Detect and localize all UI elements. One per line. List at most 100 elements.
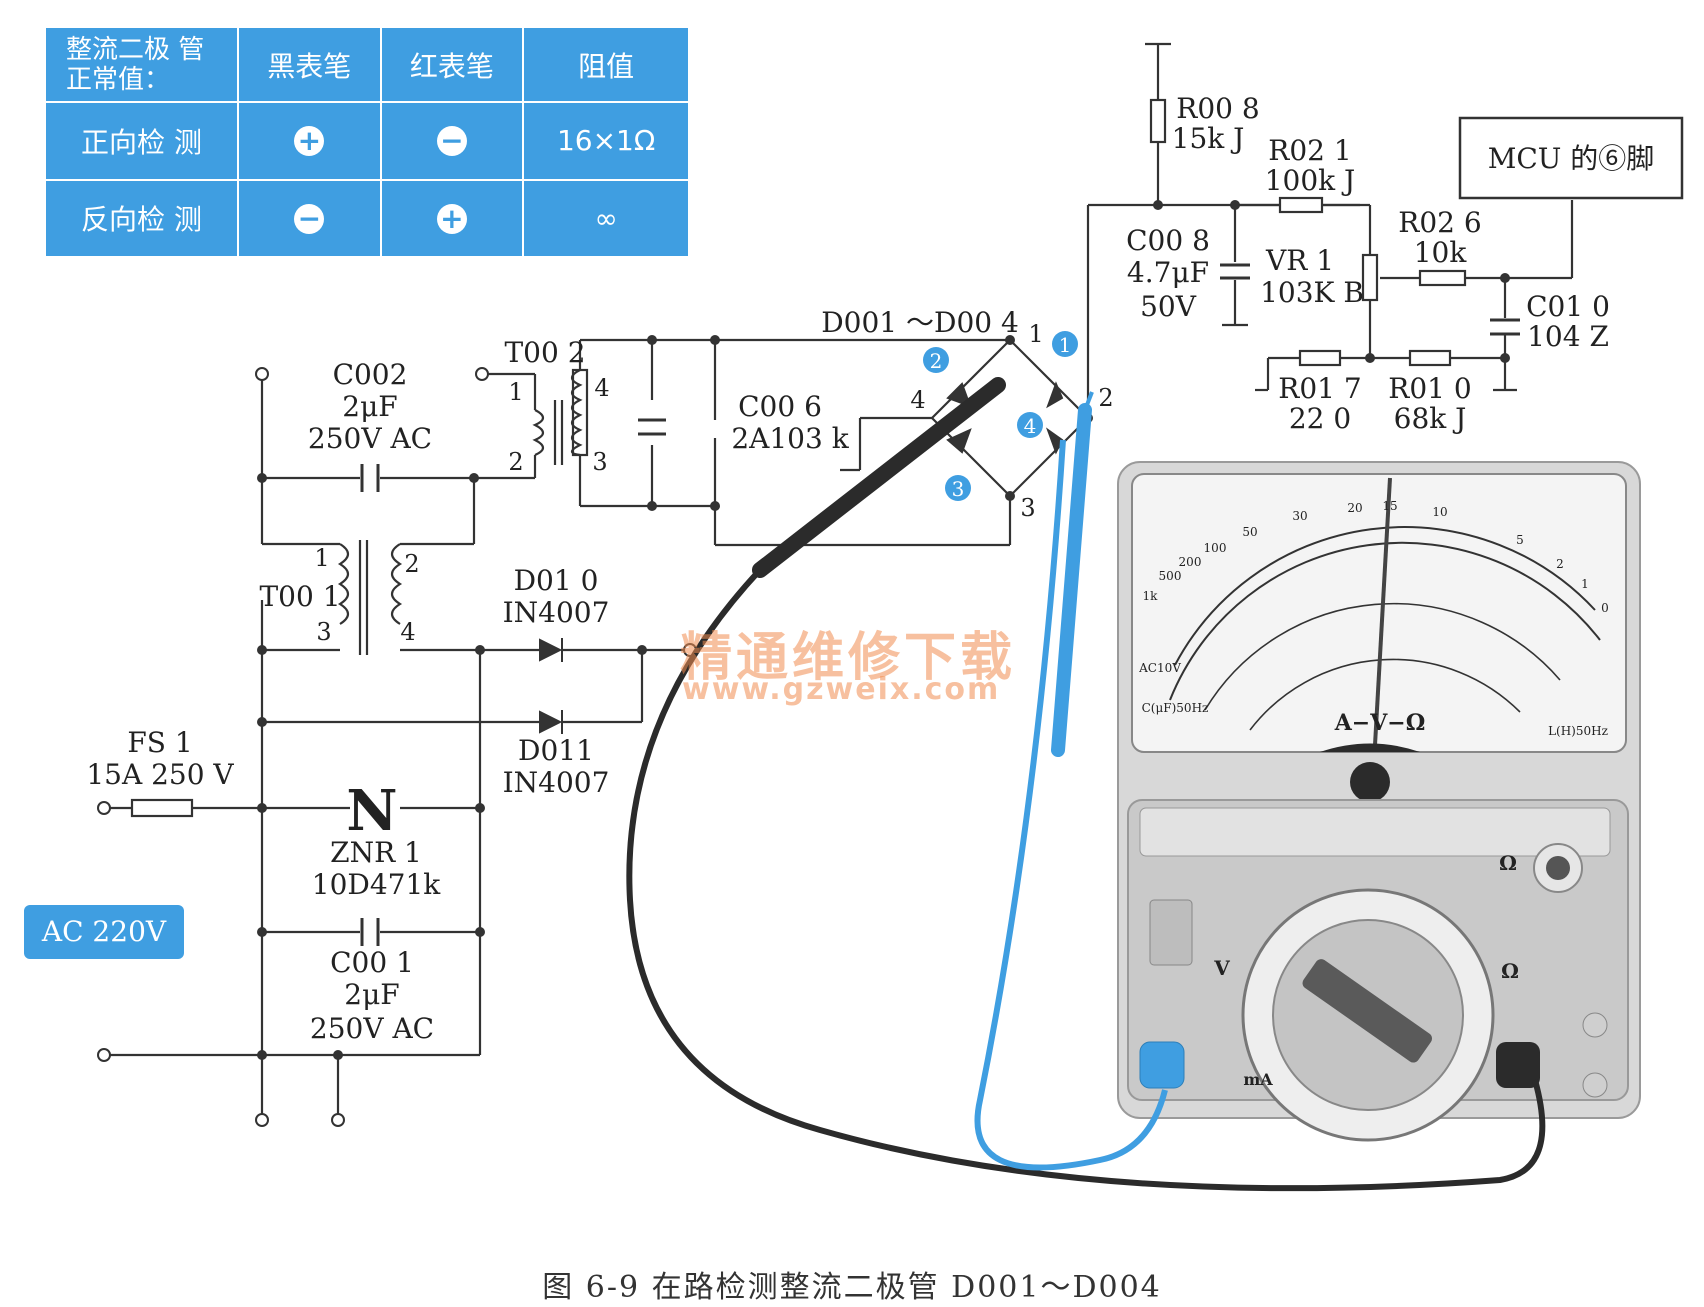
scale-tick: 30 <box>1292 509 1307 523</box>
vr1-name: VR 1 <box>1265 244 1334 277</box>
meter-ac-label: AC10V <box>1138 661 1181 675</box>
r026-value: 10k <box>1414 236 1468 269</box>
c002-name: C002 <box>333 358 408 391</box>
watermark-title: 精通维修下载 <box>680 628 1017 688</box>
corner-line-2: 正常值： <box>66 64 171 95</box>
probe-leads <box>626 377 1546 1192</box>
scale-tick: 1 <box>1581 577 1589 591</box>
plus-icon: + <box>294 126 325 157</box>
row-reverse-label: 反向检 测 <box>44 178 239 259</box>
c010-value: 104 Z <box>1527 320 1609 353</box>
row-forward-red: − <box>379 101 525 181</box>
scale-tick: 100 <box>1204 541 1227 555</box>
scale-tick: 20 <box>1347 501 1362 515</box>
t001-pin-2: 2 <box>404 550 419 578</box>
fs1-rating: 15A 250 V <box>86 758 234 791</box>
t001-pin-1: 1 <box>314 544 329 572</box>
bridge-mark-2: 2 <box>930 349 943 373</box>
scale-tick: 5 <box>1516 533 1524 547</box>
r021-value: 100k J <box>1265 164 1356 197</box>
r026-name: R02 6 <box>1398 206 1481 239</box>
d010-type: IN4007 <box>503 596 610 629</box>
fs1-name: FS 1 <box>127 726 192 759</box>
c001-name: C00 1 <box>330 946 414 979</box>
bridge-name: D001 ～D00 4 <box>821 306 1019 339</box>
t002-name: T00 2 <box>504 336 585 369</box>
t001-pin-3: 3 <box>316 618 331 646</box>
t001-pin-4: 4 <box>400 618 415 646</box>
knob-ohm-label: Ω <box>1499 851 1517 875</box>
multimeter <box>1117 461 1641 1142</box>
resistor-symbols <box>130 98 1467 818</box>
t002-pin-4: 4 <box>594 374 609 402</box>
c008-name: C00 8 <box>1126 224 1210 257</box>
bridge-pin-4: 4 <box>910 386 925 414</box>
transformer-coils <box>337 369 583 655</box>
d011-name: D011 <box>518 734 594 767</box>
dial-ohm-label: Ω <box>1501 959 1519 983</box>
scale-tick: 2 <box>1556 557 1564 571</box>
normal-values-table: 整流二极 管 正常值： 黑表笔 红表笔 阻值 正向检 测 + − 16×1Ω 反… <box>44 25 690 259</box>
header-resistance: 阻值 <box>522 25 690 104</box>
c008-rating: 50V <box>1140 290 1197 323</box>
scale-tick: 0 <box>1601 601 1609 615</box>
plus-icon: + <box>436 203 467 234</box>
c002-rating: 250V AC <box>308 422 432 455</box>
t002-pin-3: 3 <box>592 448 607 476</box>
r008-value: 15k J <box>1172 122 1245 155</box>
dial-ma-label: mA <box>1243 1070 1273 1089</box>
bridge-pin-3: 3 <box>1020 494 1035 522</box>
r010-value: 68k J <box>1394 402 1467 435</box>
d010-name: D01 0 <box>514 564 599 597</box>
t002-pin-1: 1 <box>508 378 523 406</box>
meter-scale-label: A−V−Ω <box>1334 710 1426 736</box>
r017-name: R01 7 <box>1278 372 1361 405</box>
header-red-probe: 红表笔 <box>379 25 525 104</box>
bridge-mark-3: 3 <box>952 477 965 501</box>
c001-rating: 250V AC <box>310 1012 434 1045</box>
scale-tick: 50 <box>1242 525 1257 539</box>
scale-tick: 200 <box>1179 555 1202 569</box>
corner-line-1: 整流二极 管 <box>66 34 205 65</box>
t002-pin-2: 2 <box>508 448 523 476</box>
meter-cap-label: C(μF)50Hz <box>1142 701 1209 715</box>
c006-name: C00 6 <box>738 390 822 423</box>
mcu-box <box>1458 116 1684 200</box>
bridge-marks <box>923 331 1078 501</box>
r010-name: R01 0 <box>1388 372 1471 405</box>
znr1-type: 10D471k <box>312 868 442 901</box>
scale-tick: 500 <box>1159 569 1182 583</box>
r017-value: 22 0 <box>1289 402 1351 435</box>
mcu-label: MCU 的⑥脚 <box>1488 142 1655 175</box>
row-reverse-value: ∞ <box>522 178 690 259</box>
component-labels: C002 2μF 250V AC T00 2 1 2 4 3 C00 6 2A1… <box>86 92 1654 1045</box>
c010-name: C01 0 <box>1526 290 1610 323</box>
ac-220v-badge: AC 220V <box>24 905 184 959</box>
scale-tick: 15 <box>1382 499 1397 513</box>
diode-symbols <box>539 381 1064 734</box>
bridge-mark-1: 1 <box>1059 333 1072 357</box>
meter-top-scale: 1k 500 200 100 50 30 20 15 10 5 2 1 0 <box>1143 499 1609 615</box>
scale-tick: 10 <box>1432 505 1447 519</box>
capacitor-symbols <box>360 263 1520 946</box>
scale-tick: 1k <box>1143 589 1159 603</box>
dial-v-label: V <box>1213 956 1230 980</box>
figure-caption: 图 6-9 在路检测整流二极管 D001～D004 <box>542 1270 1162 1305</box>
c002-value: 2μF <box>342 390 397 423</box>
d011-type: IN4007 <box>503 766 610 799</box>
row-reverse-black: − <box>237 178 382 259</box>
bridge-pin-1: 1 <box>1028 320 1043 348</box>
bridge-pin-2: 2 <box>1098 384 1113 412</box>
varistor-icon: N <box>346 778 397 844</box>
r021-name: R02 1 <box>1268 134 1351 167</box>
c006-value: 2A103 k <box>731 422 849 455</box>
vr1-value: 103K B <box>1260 276 1364 309</box>
c008-value: 4.7μF <box>1127 256 1209 289</box>
t001-name: T00 1 <box>259 580 340 613</box>
row-forward-black: + <box>237 101 382 181</box>
r008-name: R00 8 <box>1176 92 1259 125</box>
bridge-mark-4: 4 <box>1024 414 1037 438</box>
table-corner: 整流二极 管 正常值： <box>44 25 239 104</box>
watermark-url: www.gzweix.com <box>682 672 1001 707</box>
